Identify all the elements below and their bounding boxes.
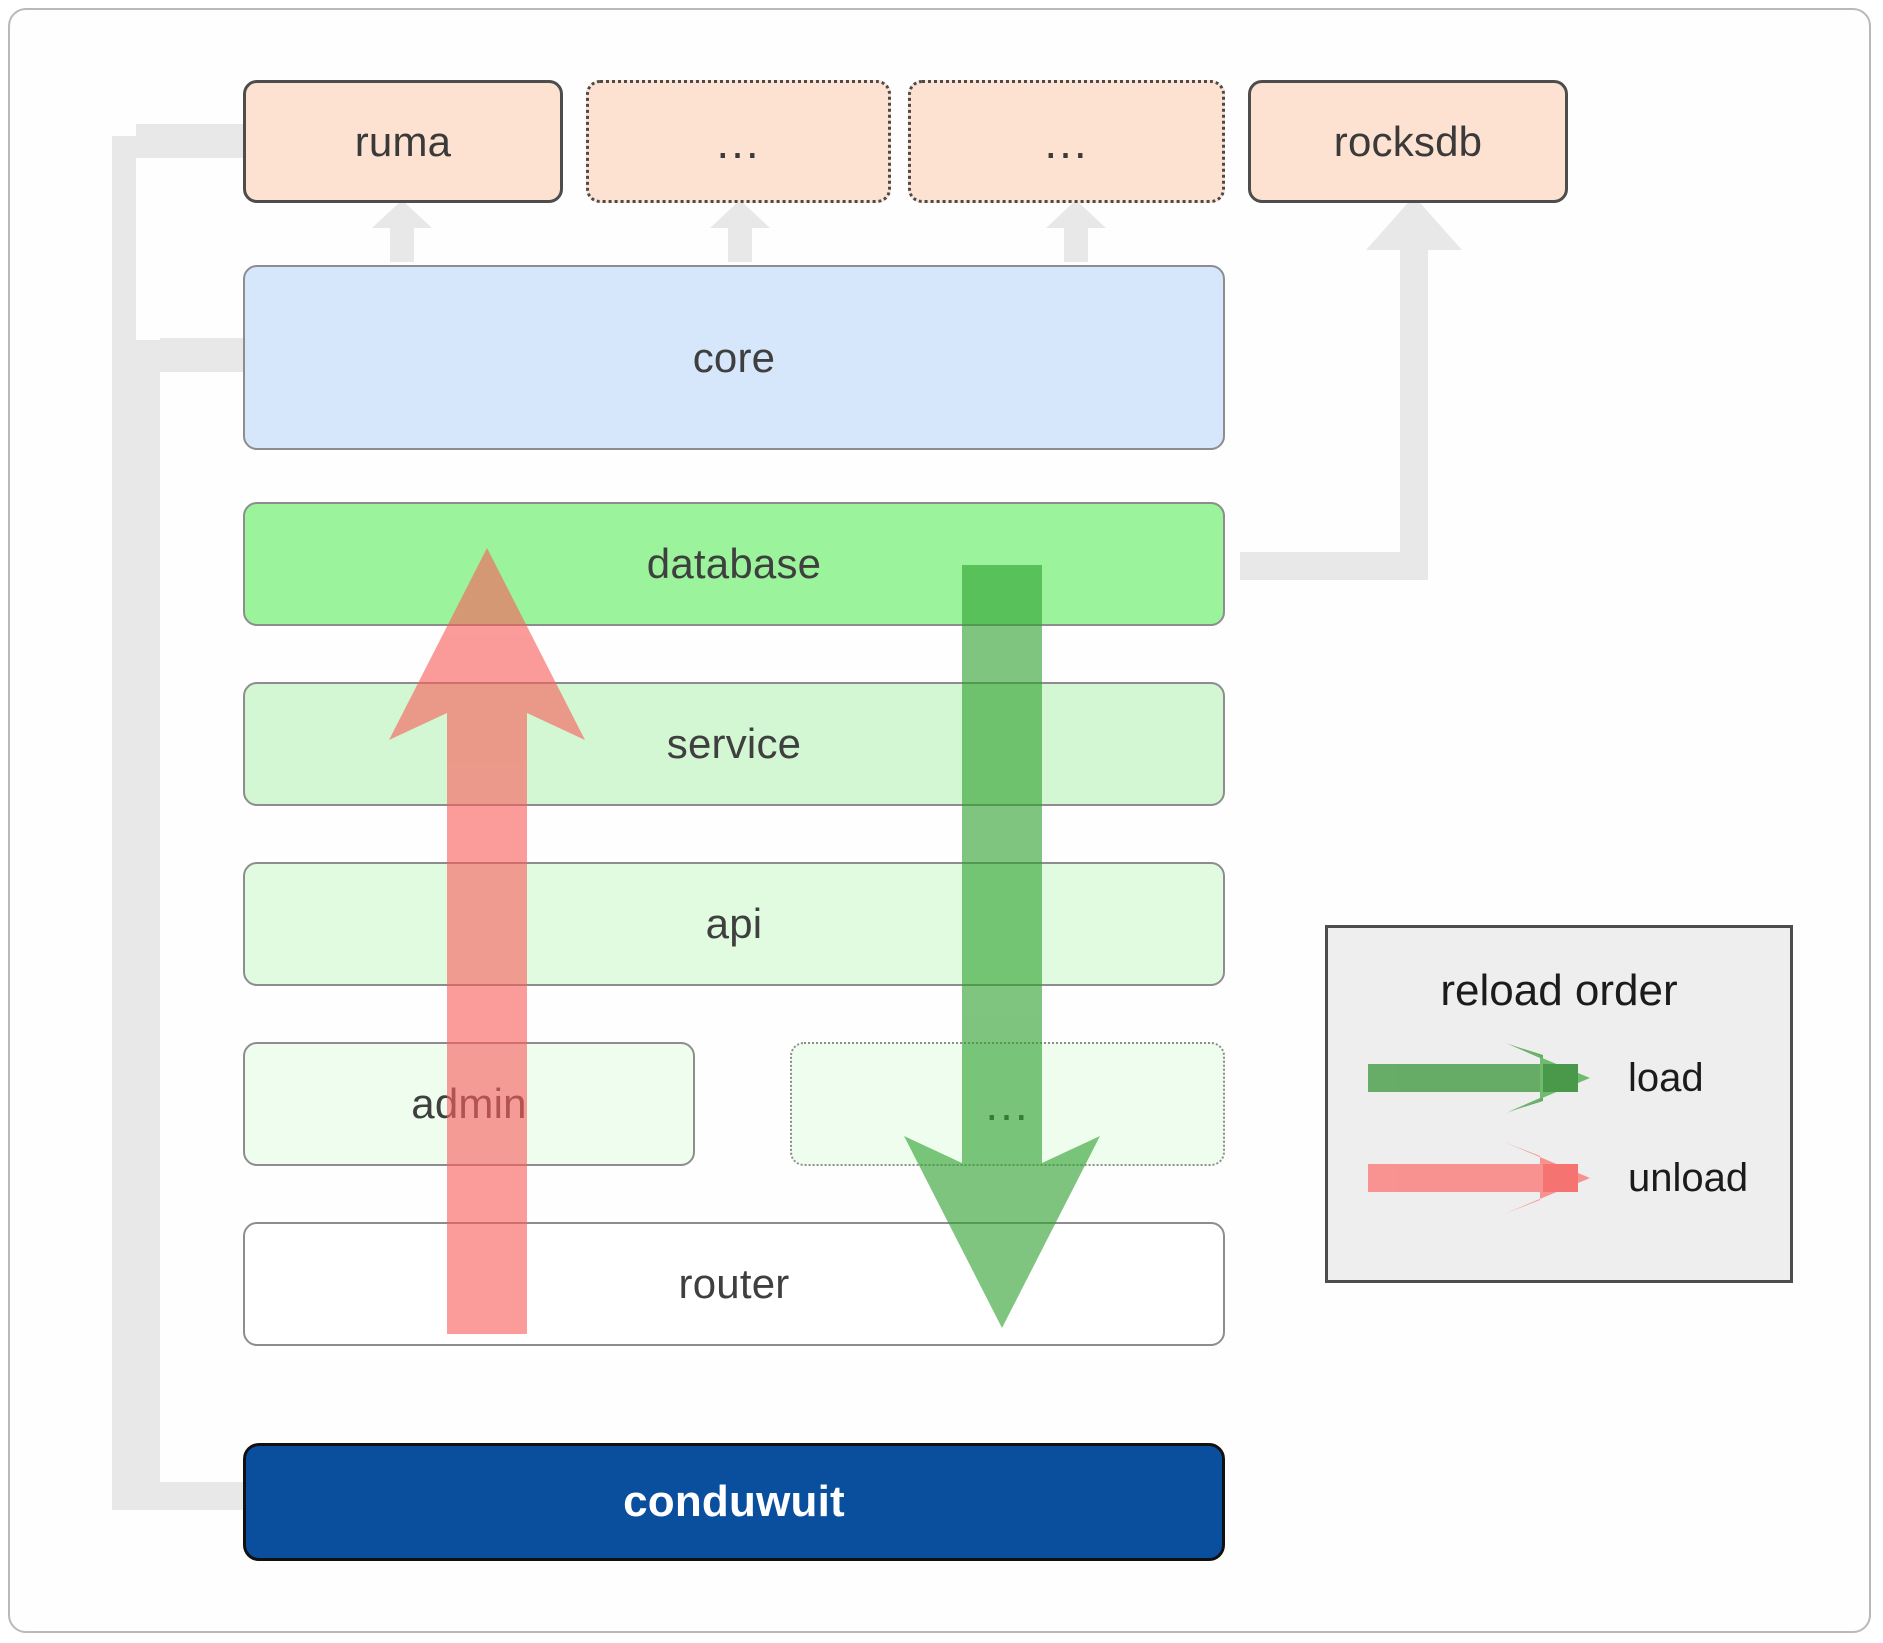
layer-label-admin: admin — [411, 1080, 527, 1127]
unload-arrow-icon — [1368, 1142, 1590, 1214]
layer-node-service[interactable]: service — [243, 682, 1225, 806]
application-label-conduwuit: conduwuit — [623, 1477, 845, 1526]
layer-node-core[interactable]: core — [243, 265, 1225, 450]
layer-node-admin[interactable]: admin — [243, 1042, 695, 1166]
dependency-node-ellipsis-2[interactable]: ... — [908, 80, 1225, 203]
dependency-label-ellipsis-1: ... — [716, 115, 761, 168]
layer-label-api: api — [705, 900, 763, 947]
layer-label-ellipsis: ... — [985, 1078, 1030, 1130]
layer-node-api[interactable]: api — [243, 862, 1225, 986]
dependency-node-rocksdb[interactable]: rocksdb — [1248, 80, 1568, 203]
dependency-node-ruma[interactable]: ruma — [243, 80, 563, 203]
dependency-node-ellipsis-1[interactable]: ... — [586, 80, 891, 203]
load-arrow-icon — [1368, 1038, 1590, 1118]
layer-node-router[interactable]: router — [243, 1222, 1225, 1346]
layer-node-database[interactable]: database — [243, 502, 1225, 626]
layer-node-ellipsis[interactable]: ... — [790, 1042, 1225, 1166]
dependency-label-rocksdb: rocksdb — [1333, 117, 1483, 165]
layer-label-service: service — [666, 720, 802, 767]
layer-label-core: core — [692, 333, 776, 381]
legend-label-load: load — [1628, 1056, 1704, 1100]
legend-arrow-icons — [1368, 1038, 1590, 1214]
layer-label-database: database — [646, 540, 822, 587]
dependency-label-ruma: ruma — [354, 117, 452, 165]
diagram-frame — [8, 8, 1871, 1633]
legend-title: reload order — [1440, 966, 1678, 1015]
legend-label-unload: unload — [1628, 1156, 1749, 1200]
legend-panel: reload order load unload — [1325, 925, 1793, 1283]
application-node-conduwuit[interactable]: conduwuit — [243, 1443, 1225, 1561]
layer-label-router: router — [678, 1260, 790, 1307]
dependency-label-ellipsis-2: ... — [1044, 115, 1089, 168]
